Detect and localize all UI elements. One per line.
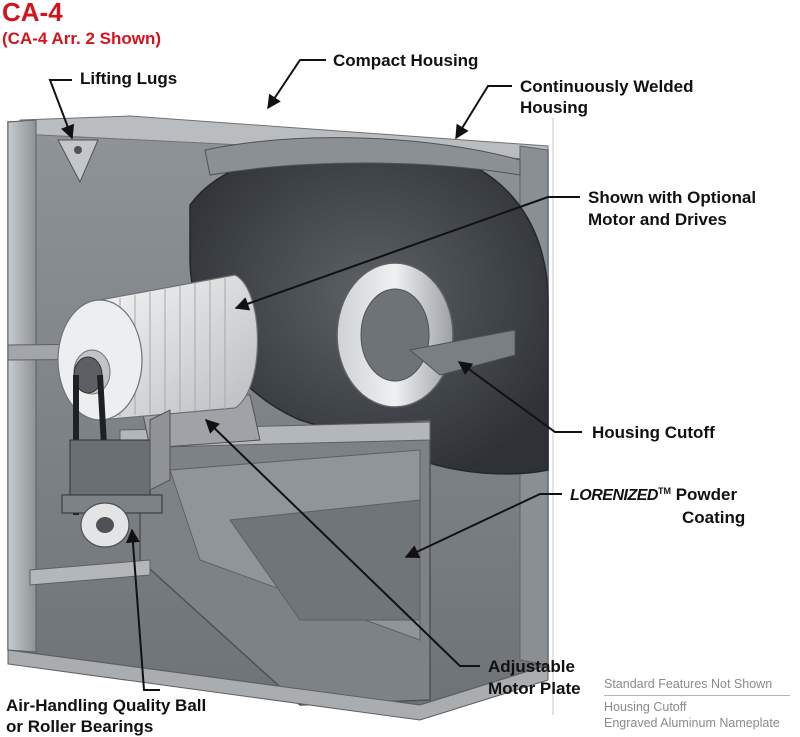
label-powder-coating-line1: LORENIZEDTM Powder <box>570 484 737 506</box>
label-motor-line1: Shown with Optional <box>588 188 757 207</box>
label-lifting-lugs: Lifting Lugs <box>80 69 178 88</box>
label-compact-housing: Compact Housing <box>333 51 479 70</box>
label-plate-line1: Adjustable <box>488 657 575 676</box>
label-housing-cutoff: Housing Cutoff <box>592 423 715 442</box>
standard-feature-item: Engraved Aluminum Nameplate <box>604 716 780 730</box>
callout-arrows <box>48 59 582 691</box>
model-title: CA-4 <box>2 0 63 27</box>
label-coating: Coating <box>682 508 746 527</box>
label-plate-line2: Motor Plate <box>488 679 581 698</box>
motor-and-drives <box>57 274 261 548</box>
label-bearings-line1: Air-Handling Quality Ball <box>6 696 207 715</box>
label-motor-line2: Motor and Drives <box>588 210 727 229</box>
trademark-mark: TM <box>657 486 671 496</box>
arrow-bearings <box>125 528 160 691</box>
arrow-compact-housing <box>267 59 326 110</box>
arrow-lifting-lugs <box>48 79 75 140</box>
label-welded-line2: Housing <box>520 98 588 117</box>
standard-features-heading: Standard Features Not Shown <box>604 677 773 691</box>
arrow-welded-housing <box>455 85 512 140</box>
lorenized-wordmark: LORENIZED <box>570 487 658 504</box>
model-subtitle: (CA-4 Arr. 2 Shown) <box>2 29 161 48</box>
label-bearings-line2: or Roller Bearings <box>6 717 154 736</box>
standard-features-rule <box>604 695 790 696</box>
arrow-housing-cutoff <box>457 361 582 433</box>
arrow-motor-drives <box>234 196 580 311</box>
label-welded-line1: Continuously Welded <box>520 77 694 96</box>
label-powder: Powder <box>675 485 738 504</box>
arrow-motor-plate <box>204 419 480 667</box>
arrow-powder-coating <box>404 493 562 558</box>
standard-feature-item: Housing Cutoff <box>604 700 687 714</box>
